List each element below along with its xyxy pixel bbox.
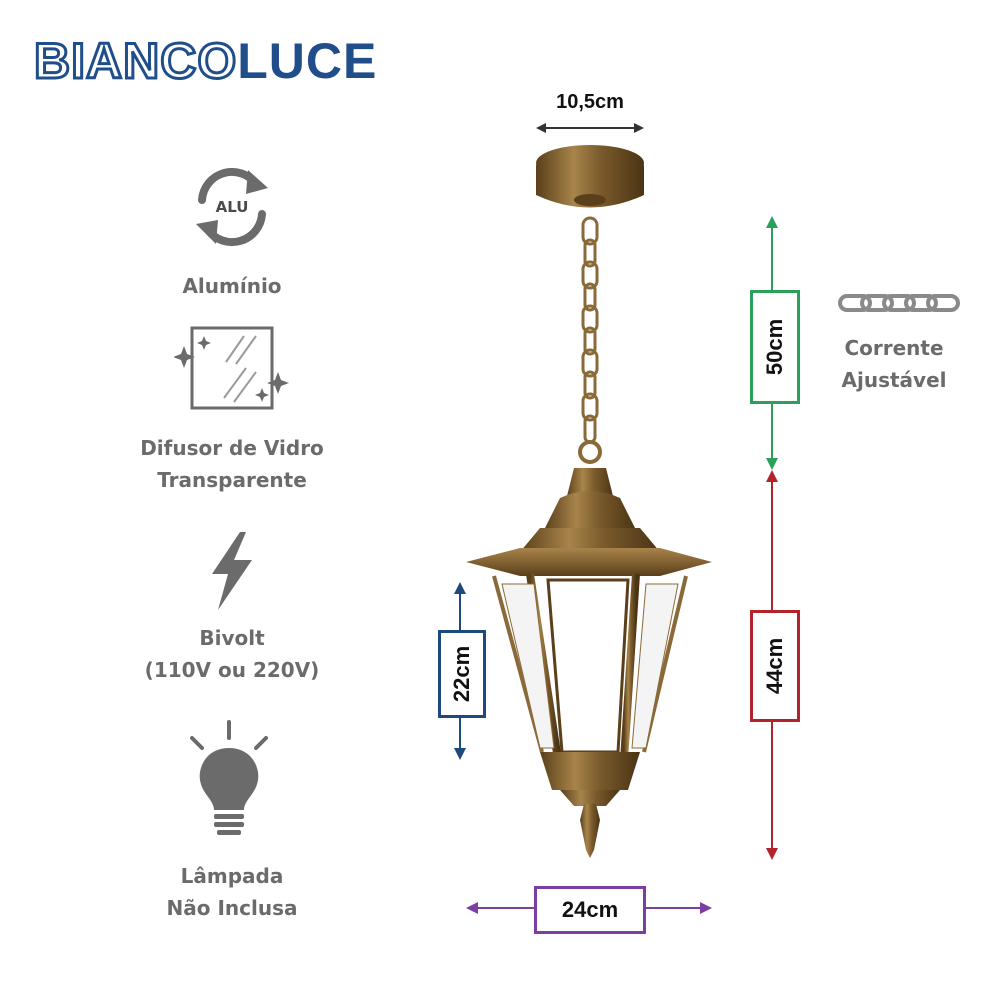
chain-icon — [838, 294, 960, 312]
lantern-width-box: 24cm — [534, 886, 646, 934]
lantern-height-box: 44cm — [750, 610, 800, 722]
pendant-lantern-image — [466, 145, 712, 858]
lantern-width-label: 24cm — [561, 897, 619, 922]
feature-corrente-label: Corrente Ajustável — [764, 332, 1000, 396]
feature-aluminio-label: Alumínio — [182, 274, 282, 298]
glass-height-label: 22cm — [449, 645, 474, 703]
feature-vidro-label: Difusor de Vidro Transparente — [102, 432, 362, 496]
lantern-height-label: 44cm — [762, 637, 787, 695]
feature-lampada-label: Lâmpada Não Inclusa — [102, 860, 362, 924]
feature-lampada-line2: Não Inclusa — [166, 896, 298, 920]
feature-corrente-line2: Ajustável — [841, 368, 947, 392]
glass-height-box: 22cm — [438, 630, 486, 718]
brand-logo-part2: LUCE — [237, 33, 378, 89]
feature-bivolt-line1: Bivolt — [199, 626, 265, 650]
feature-lampada-line1: Lâmpada — [180, 864, 284, 888]
light-bulb-icon — [190, 720, 268, 835]
lightning-bolt-icon — [212, 532, 252, 610]
chain-length-label: 50cm — [762, 318, 787, 376]
brand-logo-part1: BIANCO — [32, 33, 238, 89]
aluminum-badge: ALU — [216, 198, 249, 216]
aluminum-recycle-icon: ALU — [196, 167, 268, 247]
feature-vidro-line1: Difusor de Vidro — [140, 436, 324, 460]
feature-bivolt-label: Bivolt (110V ou 220V) — [102, 622, 362, 686]
brand-logo: BIANCOLUCE — [32, 33, 378, 89]
base-width-arrow — [536, 123, 644, 133]
feature-bivolt-line2: (110V ou 220V) — [144, 658, 320, 682]
feature-vidro-line2: Transparente — [157, 468, 307, 492]
base-width-label: 10,5cm — [556, 90, 624, 113]
feature-corrente-line1: Corrente — [844, 336, 944, 360]
glass-pane-icon — [174, 326, 289, 410]
chain-length-box: 50cm — [750, 290, 800, 404]
